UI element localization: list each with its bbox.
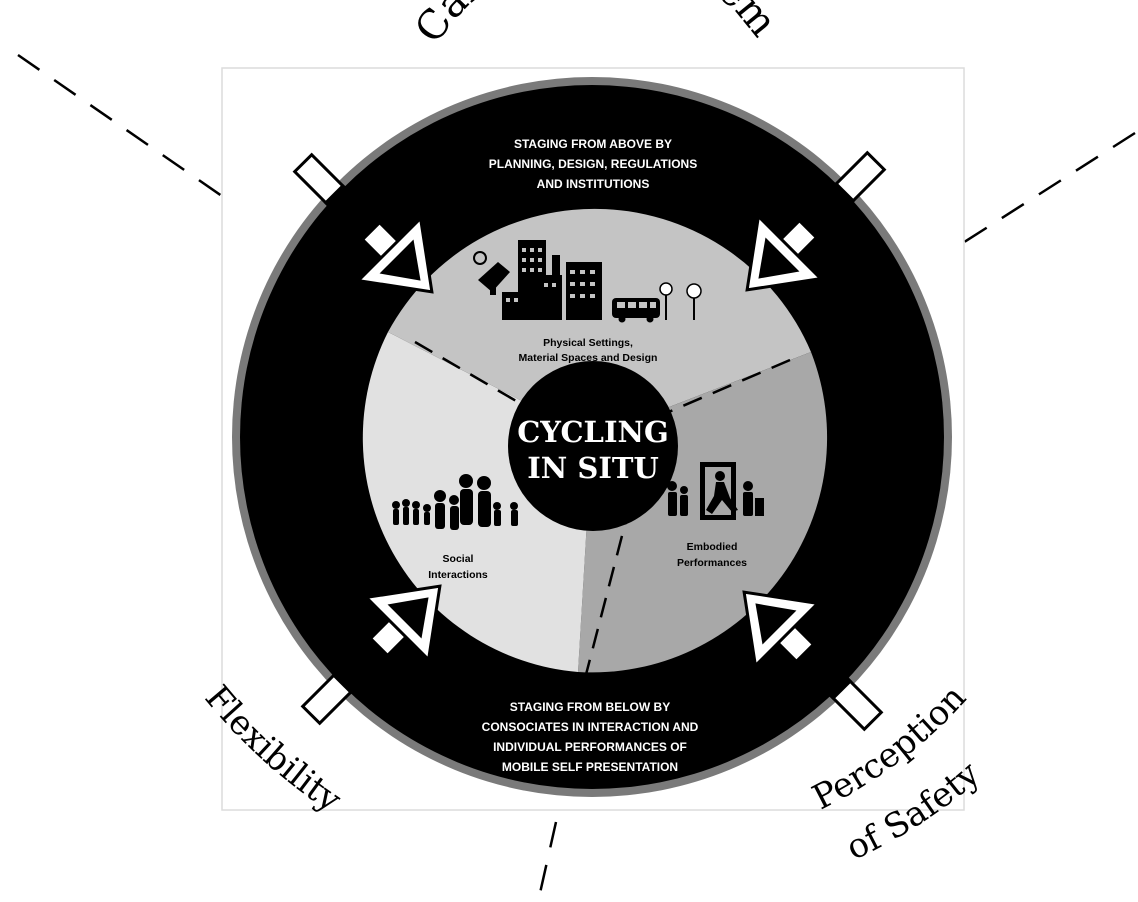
physical-label: Physical Settings, Material Spaces and D… [519,337,658,364]
ring-top-line3: AND INSTITUTIONS [537,177,650,191]
ring-top-line2: PLANNING, DESIGN, REGULATIONS [489,157,697,171]
embodied-label-line1: Embodied [687,541,738,553]
social-label-line1: Social [443,553,474,565]
city-icon [473,240,702,323]
center-label-line2: IN SITU [527,451,659,485]
divider-left [414,340,536,414]
arrow-top-right [745,150,887,292]
ring-top-text: STAGING FROM ABOVE BY PLANNING, DESIGN, … [489,137,697,191]
inner-dashed-dividers [414,340,791,691]
social-label: Social Interactions [428,553,488,581]
ring-bottom-line3: INDIVIDUAL PERFORMANCES OF [493,740,687,754]
dashed-line-bottom [536,821,558,902]
center-label-line1: CYCLING [517,415,669,449]
ring-bottom-text: STAGING FROM BELOW BY CONSOCIATES IN INT… [482,700,699,774]
arrow-top-left [292,152,434,294]
embodied-label-line2: Performances [677,557,747,569]
ring-top-line1: STAGING FROM ABOVE BY [514,137,672,151]
arrow-bottom-left [300,584,442,726]
arrow-bottom-right [742,590,884,732]
divider-right [649,358,791,422]
social-label-line2: Interactions [428,569,488,581]
physical-label-line2: Material Spaces and Design [519,352,658,364]
people-icon [392,474,518,530]
performer-icon [667,462,764,520]
embodied-label: Embodied Performances [677,541,747,569]
ring-bottom-line1: STAGING FROM BELOW BY [510,700,670,714]
physical-label-line1: Physical Settings, [543,337,633,349]
label-car-centric-system: Car centric system [406,0,786,51]
ring-bottom-line2: CONSOCIATES IN INTERACTION AND [482,720,699,734]
center-circle [508,361,678,531]
ring-bottom-line4: MOBILE SELF PRESENTATION [502,760,678,774]
